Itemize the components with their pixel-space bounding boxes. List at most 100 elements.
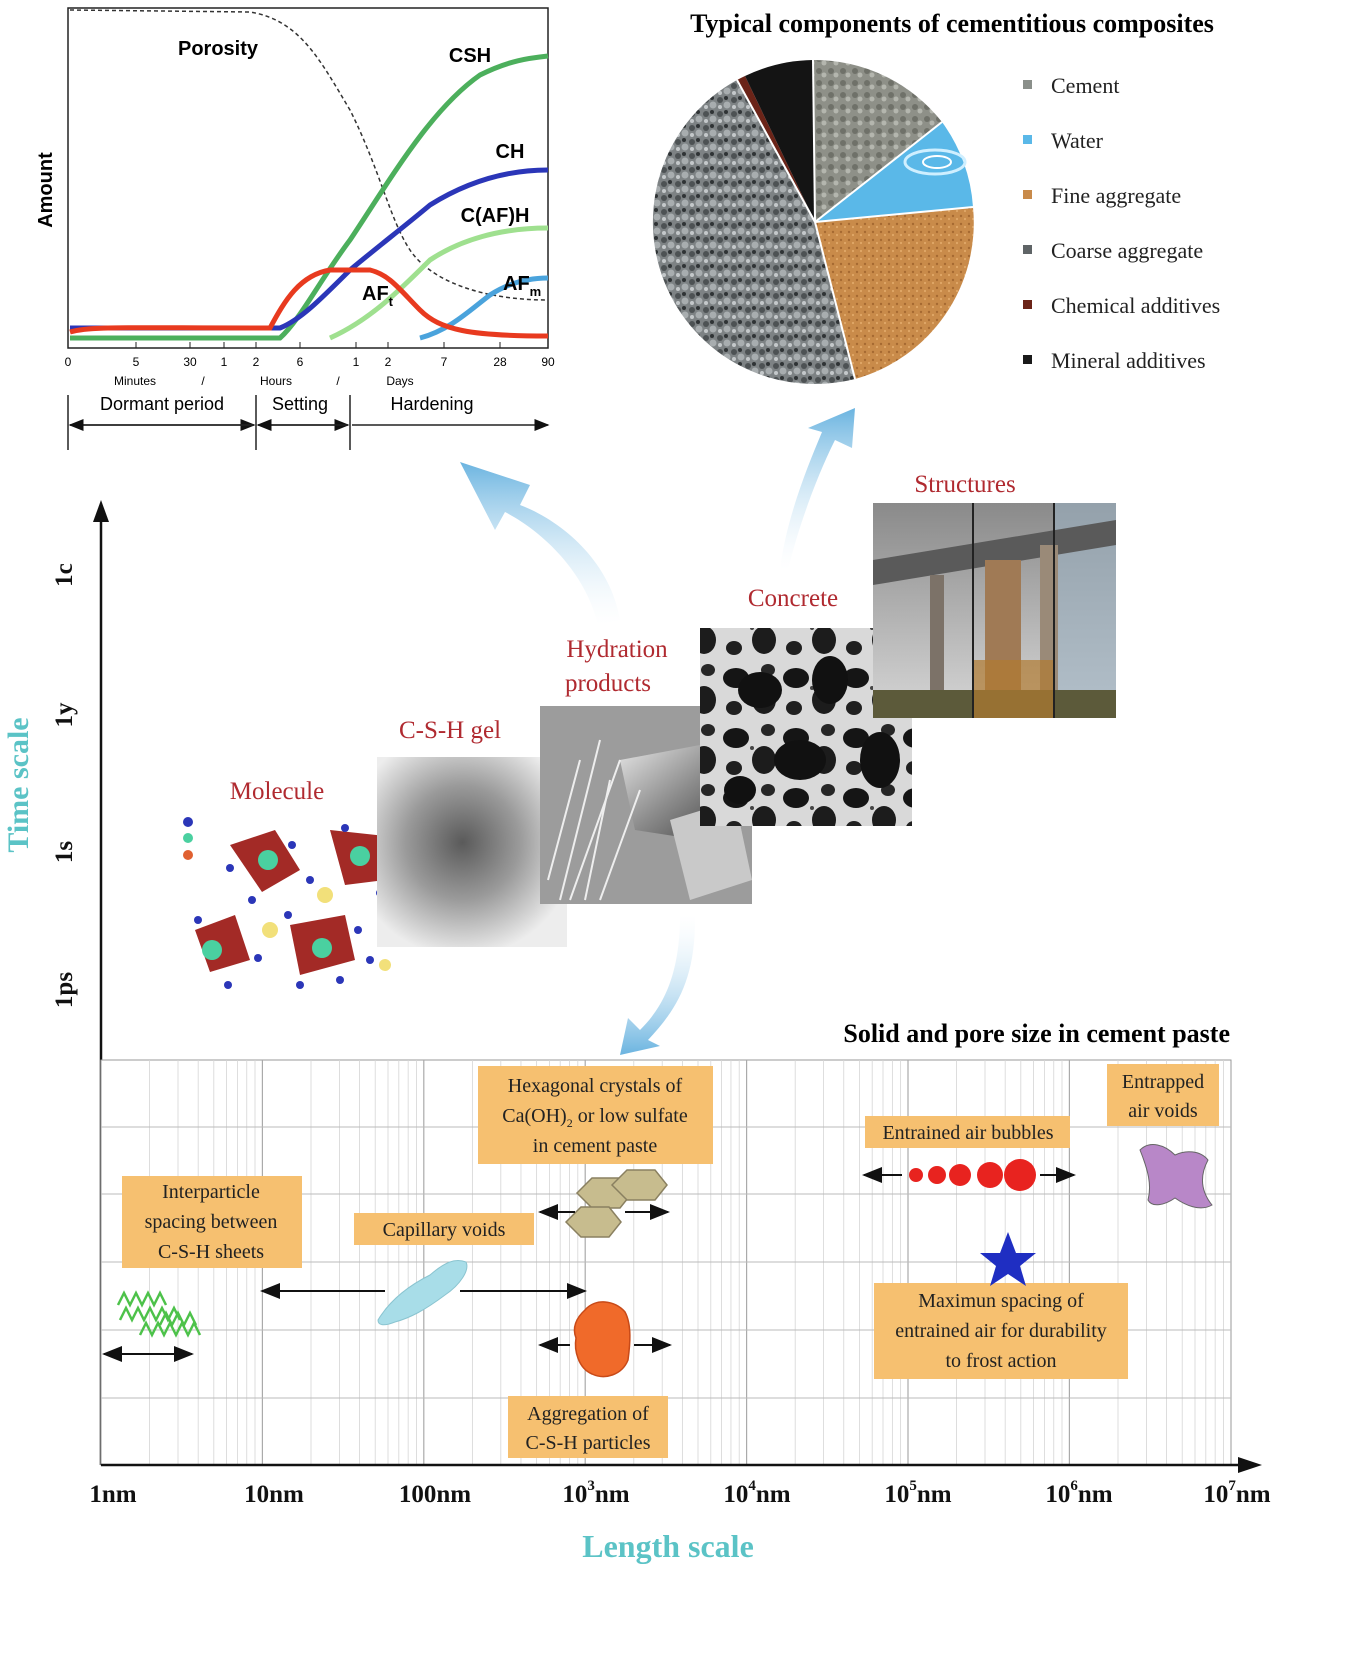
hydration-unit-label: Days — [386, 374, 413, 388]
time-tick-1c: 1c — [51, 563, 78, 587]
pie-slice-fine-aggregate — [815, 207, 974, 379]
pie-slice-mineral-additives — [745, 60, 815, 222]
length-tick-label: 106nm — [1045, 1478, 1112, 1508]
hydration-unit-labels: Minutes/Hours/Days — [114, 374, 414, 388]
aggregation-shape — [573, 1301, 631, 1378]
water-ripple-inner — [922, 155, 952, 169]
period-hardening: Hardening — [390, 394, 473, 414]
capillary-box — [354, 1213, 534, 1245]
pie-dividers — [736, 59, 974, 380]
entrapped-void-shape — [1139, 1144, 1213, 1209]
length-tick-label: 1nm — [89, 1481, 136, 1508]
maximun-line-2: entrained air for durability — [895, 1320, 1107, 1342]
interparticle-box — [122, 1176, 302, 1268]
aggregation-box — [508, 1396, 668, 1458]
pie-slice-water — [815, 122, 973, 222]
molecule-structure — [183, 817, 399, 989]
entrapped-line-2: air voids — [1128, 1100, 1198, 1122]
interparticle-line-2: spacing between — [145, 1211, 278, 1233]
hex-line-2: Ca(OH)2 or low sulfate — [502, 1105, 688, 1130]
stage-label-hydration-1: Hydration — [566, 636, 668, 663]
pie-slice-coarse-aggregate — [652, 80, 855, 385]
csh-gel-image — [377, 757, 567, 947]
aft-label: AFt — [362, 283, 394, 309]
hydration-unit-label: Hours — [260, 374, 292, 388]
hex-crystals-box — [478, 1066, 713, 1164]
hydration-x-tick-label: 1 — [353, 355, 360, 369]
aft-curve — [69, 267, 549, 339]
hydration-ylabel: Amount — [35, 152, 57, 228]
stage-label-structures: Structures — [914, 471, 1015, 498]
components-pie — [652, 59, 974, 385]
pore-size-panel: Solid and pore size in cement paste 1nm 1… — [89, 1019, 1270, 1564]
length-tick-label: 107nm — [1203, 1478, 1270, 1508]
hydration-unit-label: / — [201, 374, 205, 388]
capillary-label: Capillary voids — [383, 1219, 506, 1241]
frost-spacing-star — [980, 1232, 1036, 1286]
hydration-x-tick-label: 6 — [297, 355, 304, 369]
entrapped-box — [1107, 1064, 1219, 1126]
capillary-void-shape — [377, 1260, 468, 1326]
pore-panel-title: Solid and pore size in cement paste — [843, 1019, 1230, 1048]
afm-label: AFm — [503, 273, 541, 299]
legend-swatch — [1023, 300, 1032, 309]
hydration-x-tick-label: 90 — [541, 355, 555, 369]
afm-curve — [419, 275, 549, 341]
hydration-x-tick-label: 7 — [441, 355, 448, 369]
entrapped-line-1: Entrapped — [1122, 1071, 1204, 1093]
hydration-x-tick-label: 2 — [385, 355, 392, 369]
legend-swatch — [1023, 190, 1032, 199]
time-tick-1ps: 1ps — [51, 972, 78, 1008]
pie-slice-cement — [813, 59, 942, 222]
legend-label: Cement — [1051, 73, 1119, 98]
length-tick-label: 10nm — [244, 1481, 304, 1508]
stage-images: Molecule C-S-H gel Hydration products Co… — [178, 471, 1116, 1000]
arrow-to-pore-panel — [620, 915, 696, 1055]
pie-title: Typical components of cementitious compo… — [690, 9, 1214, 38]
period-brackets — [67, 395, 550, 450]
stage-label-hydration-2: products — [565, 670, 651, 697]
hydration-unit-label: Minutes — [114, 374, 156, 388]
length-tick-label: 100nm — [399, 1481, 471, 1508]
stage-label-concrete: Concrete — [748, 585, 838, 612]
interparticle-line-3: C-S-H sheets — [158, 1241, 264, 1263]
hydration-x-tick-label: 2 — [253, 355, 260, 369]
porosity-label: Porosity — [178, 38, 259, 60]
time-axis-title: Time scale — [2, 717, 35, 852]
length-tick-label: 105nm — [884, 1478, 951, 1508]
hex-line-1: Hexagonal crystals of — [508, 1075, 683, 1097]
hex-line-3: in cement paste — [533, 1135, 658, 1157]
hydration-x-tick-label: 30 — [183, 355, 197, 369]
hydration-plot-frame — [67, 7, 549, 349]
maximun-line-1: Maximun spacing of — [918, 1290, 1084, 1312]
csh-curve — [70, 53, 549, 341]
period-dormant: Dormant period — [100, 394, 224, 414]
legend-swatch — [1023, 80, 1032, 89]
cafh-label: C(AF)H — [461, 205, 530, 227]
time-axis-arrowhead — [93, 500, 109, 522]
length-axis-title: Length scale — [582, 1528, 754, 1564]
legend-swatch — [1023, 245, 1032, 254]
entrained-label: Entrained air bubbles — [882, 1122, 1053, 1144]
stage-label-molecule: Molecule — [230, 778, 324, 805]
hydration-x-tick-label: 0 — [65, 355, 72, 369]
interparticle-line-1: Interparticle — [162, 1181, 260, 1203]
legend-label: Mineral additives — [1051, 348, 1206, 373]
aggregation-line-1: Aggregation of — [527, 1403, 649, 1425]
arrow-to-hydration-chart — [460, 462, 620, 625]
csh-sheets-symbol — [116, 1290, 202, 1338]
time-tick-1s: 1s — [51, 841, 78, 864]
ch-label: CH — [496, 141, 525, 163]
cafh-curve — [328, 225, 549, 341]
period-setting: Setting — [272, 394, 328, 414]
time-tick-1y: 1y — [51, 702, 78, 728]
porosity-curve — [69, 9, 549, 301]
legend-swatch — [1023, 135, 1032, 144]
stage-label-csh-gel: C-S-H gel — [399, 717, 501, 744]
length-tick-label: 103nm — [562, 1478, 629, 1508]
